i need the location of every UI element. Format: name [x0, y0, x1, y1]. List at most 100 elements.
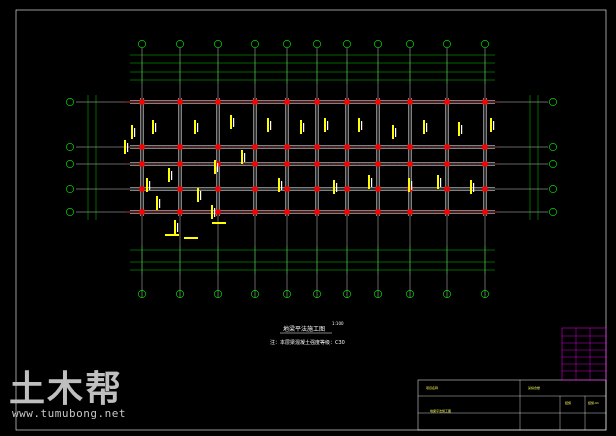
beam-annotation-mark: [124, 140, 126, 154]
column: [314, 209, 320, 215]
column: [252, 186, 258, 192]
column: [284, 99, 290, 105]
beam-annotation-mark: [408, 178, 410, 192]
axis-bubble-bottom: [481, 290, 489, 298]
beam-annotation-mark: [177, 223, 179, 232]
column: [375, 186, 381, 192]
column-layer: [139, 99, 488, 215]
column: [284, 186, 290, 192]
dimension-layer: [87, 54, 539, 274]
column: [407, 209, 413, 215]
axis-bubble-top: [176, 40, 184, 48]
beam-annotation-mark: [168, 168, 170, 182]
axis-bubble-left: [66, 160, 74, 168]
column: [215, 209, 221, 215]
column: [139, 144, 145, 150]
column: [344, 144, 350, 150]
beam-annotation-mark: [270, 121, 272, 130]
beam-annotation-mark: [244, 153, 246, 162]
axis-bubble-bottom: [138, 290, 146, 298]
beam-annotation-mark: [197, 188, 199, 202]
beam-annotation-mark: [281, 181, 283, 190]
axis-bubble-top: [481, 40, 489, 48]
axis-bubble-left: [66, 143, 74, 151]
column: [314, 99, 320, 105]
beam-annotation-mark: [214, 208, 216, 217]
column: [139, 99, 145, 105]
beam-annotation-mark: [470, 180, 472, 194]
beam-annotation-mark: [440, 178, 442, 187]
column: [177, 144, 183, 150]
column: [314, 144, 320, 150]
beam-annotation-mark: [437, 175, 439, 189]
column: [482, 186, 488, 192]
column: [444, 99, 450, 105]
column: [344, 209, 350, 215]
title-block-sheet-no: 结施-01: [588, 401, 599, 405]
column: [314, 161, 320, 167]
title-block-sheet-label: 结施: [565, 401, 572, 405]
column: [139, 186, 145, 192]
beam-annotation-mark: [426, 123, 428, 132]
axis-bubble-top: [251, 40, 259, 48]
axis-bubble-top: [343, 40, 351, 48]
beam-annotation-mark: [156, 196, 158, 210]
column: [444, 161, 450, 167]
sheet-border: [15, 9, 607, 431]
title-block: [417, 327, 607, 431]
beam-annotation-mark: [152, 120, 154, 134]
axis-bubble-top: [443, 40, 451, 48]
column: [375, 99, 381, 105]
axis-bubble-bottom: [343, 290, 351, 298]
beam-annotation-mark: [131, 125, 133, 139]
axis-bubble-left: [66, 208, 74, 216]
column: [284, 161, 290, 167]
beam-annotation-mark: [300, 120, 302, 134]
column: [314, 186, 320, 192]
beam-annotation-mark: [212, 222, 226, 224]
watermark-logo: 土木帮: [9, 369, 124, 410]
beam-annotation-mark: [411, 181, 413, 190]
beam-annotation-mark: [134, 128, 136, 137]
column: [284, 144, 290, 150]
title-block-project-name: 某综合楼: [528, 386, 541, 390]
column: [375, 161, 381, 167]
beam-annotation-mark: [159, 199, 161, 208]
axis-bubble-left: [66, 98, 74, 106]
beam-annotation-mark: [165, 234, 179, 236]
column: [407, 144, 413, 150]
column: [177, 161, 183, 167]
beam-annotation-mark: [493, 121, 495, 130]
beam-layer: [125, 98, 498, 216]
axis-bubble-right: [549, 185, 557, 193]
beam-annotation-mark: [267, 118, 269, 132]
beam-annotation-mark: [155, 123, 157, 132]
beam-annotation-mark: [194, 120, 196, 134]
beam-annotation-mark: [361, 121, 363, 130]
axis-bubble-right: [549, 143, 557, 151]
column: [177, 186, 183, 192]
axis-bubble-top: [138, 40, 146, 48]
beam-annotation-mark: [327, 121, 329, 130]
column: [375, 144, 381, 150]
column: [482, 144, 488, 150]
axis-bubble-bottom: [374, 290, 382, 298]
column: [215, 99, 221, 105]
beam-annotation-mark: [333, 180, 335, 194]
column: [344, 186, 350, 192]
axis-bubble-top: [406, 40, 414, 48]
beam-annotation-mark: [423, 120, 425, 134]
axis-bubble-bottom: [283, 290, 291, 298]
drawing-title: 地梁平法施工图: [283, 326, 326, 333]
column: [139, 209, 145, 215]
column: [344, 161, 350, 167]
column: [252, 161, 258, 167]
beam-annotation-mark: [324, 118, 326, 132]
column: [177, 99, 183, 105]
axis-bubble-left: [66, 185, 74, 193]
column: [482, 99, 488, 105]
beam-annotation-mark: [490, 118, 492, 132]
beam-annotation-mark: [174, 220, 176, 234]
column: [482, 209, 488, 215]
